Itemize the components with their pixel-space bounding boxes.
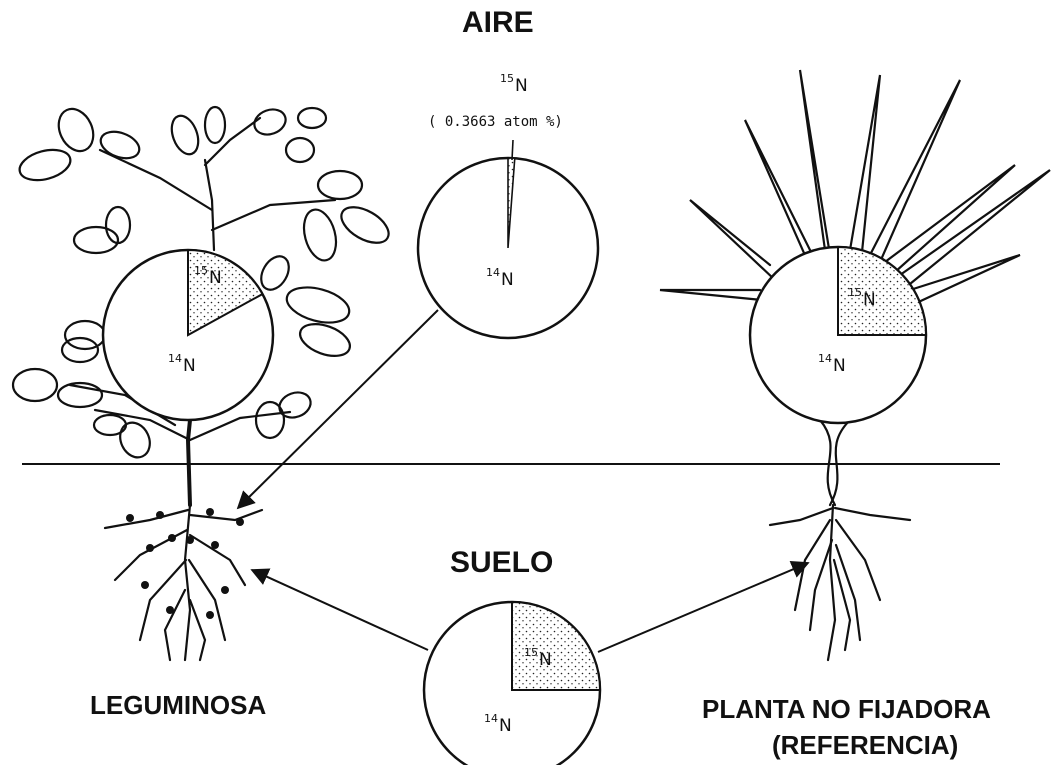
reference-label-line2: (REFERENCIA) xyxy=(772,730,958,761)
soil-label: SUELO xyxy=(450,546,553,580)
pie-legume xyxy=(103,250,273,420)
reference-label-line1: PLANTA NO FIJADORA xyxy=(702,694,991,725)
air-n15-label: 15N xyxy=(500,78,528,95)
legume-n14-label: 14N xyxy=(168,358,196,375)
legume-label: LEGUMINOSA xyxy=(90,690,266,721)
soil-n15-label: 15N xyxy=(524,652,552,669)
air-n14-label: 14N xyxy=(486,272,514,289)
arrow-soil-to-legume xyxy=(252,570,428,650)
legume-n15-label: 15N xyxy=(194,270,222,287)
air-note-leader-line xyxy=(512,140,513,160)
air-abundance-note: ( 0.3663 atom %) xyxy=(428,114,563,130)
pie-soil xyxy=(424,602,600,765)
pie-air xyxy=(418,140,598,338)
flow-arrows xyxy=(238,310,808,652)
reference-n15-label: 15N xyxy=(848,292,876,309)
pie-reference xyxy=(750,247,926,423)
air-label: AIRE xyxy=(462,6,534,40)
arrow-soil-to-reference xyxy=(598,563,808,652)
soil-n14-label: 14N xyxy=(484,718,512,735)
reference-n14-label: 14N xyxy=(818,358,846,375)
